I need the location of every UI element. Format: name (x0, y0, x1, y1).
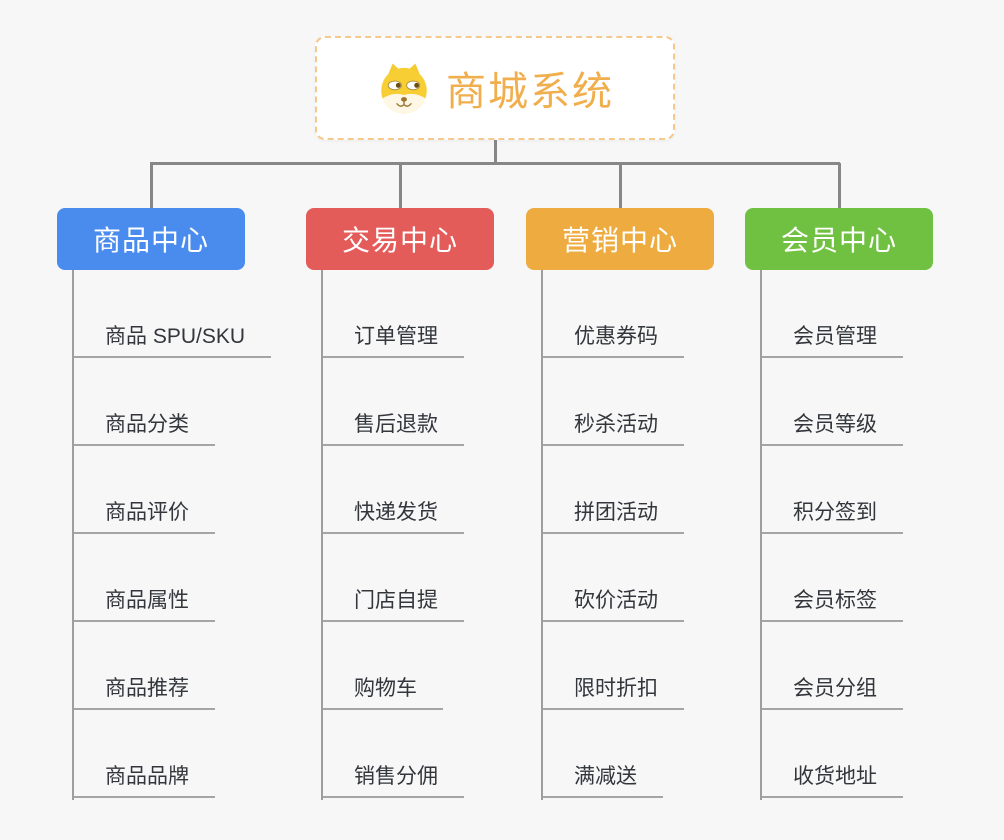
branch-node-trade-center[interactable]: 交易中心 (306, 208, 494, 270)
connector-drop-line (150, 163, 153, 208)
leaf-node[interactable]: 限时折扣 (541, 622, 684, 710)
leaf-label: 销售分佣 (321, 760, 464, 798)
leaf-node[interactable]: 商品品牌 (72, 710, 271, 798)
leaf-node[interactable]: 秒杀活动 (541, 358, 684, 446)
shiba-dog-icon (381, 63, 427, 114)
leaf-label: 快递发货 (321, 496, 464, 534)
leaf-label: 商品品牌 (72, 760, 215, 798)
root-node[interactable]: 商城系统 (315, 36, 675, 140)
leaf-node[interactable]: 积分签到 (760, 446, 903, 534)
leaf-node[interactable]: 商品评价 (72, 446, 271, 534)
leaf-node[interactable]: 商品分类 (72, 358, 271, 446)
branch-node-product-center[interactable]: 商品中心 (57, 208, 245, 270)
leaf-node[interactable]: 满减送 (541, 710, 684, 798)
leaf-label: 售后退款 (321, 408, 464, 446)
leaf-node[interactable]: 门店自提 (321, 534, 464, 622)
branch-column-trade: 订单管理 售后退款 快递发货 门店自提 购物车 销售分佣 (321, 270, 464, 800)
connector-root-stem (494, 140, 497, 164)
leaf-node[interactable]: 砍价活动 (541, 534, 684, 622)
leaf-node[interactable]: 商品属性 (72, 534, 271, 622)
leaf-label: 满减送 (541, 760, 663, 798)
leaf-label: 订单管理 (321, 320, 464, 358)
leaf-node[interactable]: 会员等级 (760, 358, 903, 446)
branch-spine-line (760, 270, 762, 800)
leaf-label: 优惠券码 (541, 320, 684, 358)
connector-drop-line (399, 163, 402, 208)
leaf-label: 会员等级 (760, 408, 903, 446)
branch-spine-line (321, 270, 323, 800)
leaf-label: 秒杀活动 (541, 408, 684, 446)
leaf-node[interactable]: 购物车 (321, 622, 464, 710)
leaf-label: 会员标签 (760, 584, 903, 622)
branch-spine-line (541, 270, 543, 800)
connector-drop-line (838, 163, 841, 208)
connector-drop-line (619, 163, 622, 208)
leaf-node[interactable]: 拼团活动 (541, 446, 684, 534)
leaf-label: 门店自提 (321, 584, 464, 622)
leaf-label: 收货地址 (760, 760, 903, 798)
branch-column-member: 会员管理 会员等级 积分签到 会员标签 会员分组 收货地址 (760, 270, 903, 800)
leaf-label: 限时折扣 (541, 672, 684, 710)
leaf-node[interactable]: 快递发货 (321, 446, 464, 534)
leaf-label: 砍价活动 (541, 584, 684, 622)
leaf-node[interactable]: 销售分佣 (321, 710, 464, 798)
branch-node-marketing-center[interactable]: 营销中心 (526, 208, 714, 270)
leaf-label: 商品推荐 (72, 672, 215, 710)
root-title: 商城系统 (446, 70, 614, 114)
leaf-label: 商品 SPU/SKU (72, 320, 272, 358)
leaf-label: 会员分组 (760, 672, 903, 710)
leaf-label: 会员管理 (760, 320, 903, 358)
leaf-node[interactable]: 商品推荐 (72, 622, 271, 710)
leaf-node[interactable]: 售后退款 (321, 358, 464, 446)
connector-horizontal-bar (150, 162, 840, 165)
leaf-label: 积分签到 (760, 496, 903, 534)
leaf-label: 购物车 (321, 672, 443, 710)
leaf-node[interactable]: 会员管理 (760, 270, 903, 358)
leaf-label: 商品属性 (72, 584, 215, 622)
branch-node-member-center[interactable]: 会员中心 (745, 208, 933, 270)
branch-column-marketing: 优惠券码 秒杀活动 拼团活动 砍价活动 限时折扣 满减送 (541, 270, 684, 800)
branch-column-product: 商品 SPU/SKU 商品分类 商品评价 商品属性 商品推荐 商品品牌 (72, 270, 272, 800)
leaf-label: 商品评价 (72, 496, 215, 534)
leaf-label: 拼团活动 (541, 496, 684, 534)
leaf-node[interactable]: 优惠券码 (541, 270, 684, 358)
leaf-node[interactable]: 会员标签 (760, 534, 903, 622)
leaf-label: 商品分类 (72, 408, 215, 446)
leaf-node[interactable]: 商品 SPU/SKU (72, 270, 272, 358)
branch-spine-line (72, 270, 74, 800)
leaf-node[interactable]: 订单管理 (321, 270, 464, 358)
leaf-node[interactable]: 收货地址 (760, 710, 903, 798)
leaf-node[interactable]: 会员分组 (760, 622, 903, 710)
